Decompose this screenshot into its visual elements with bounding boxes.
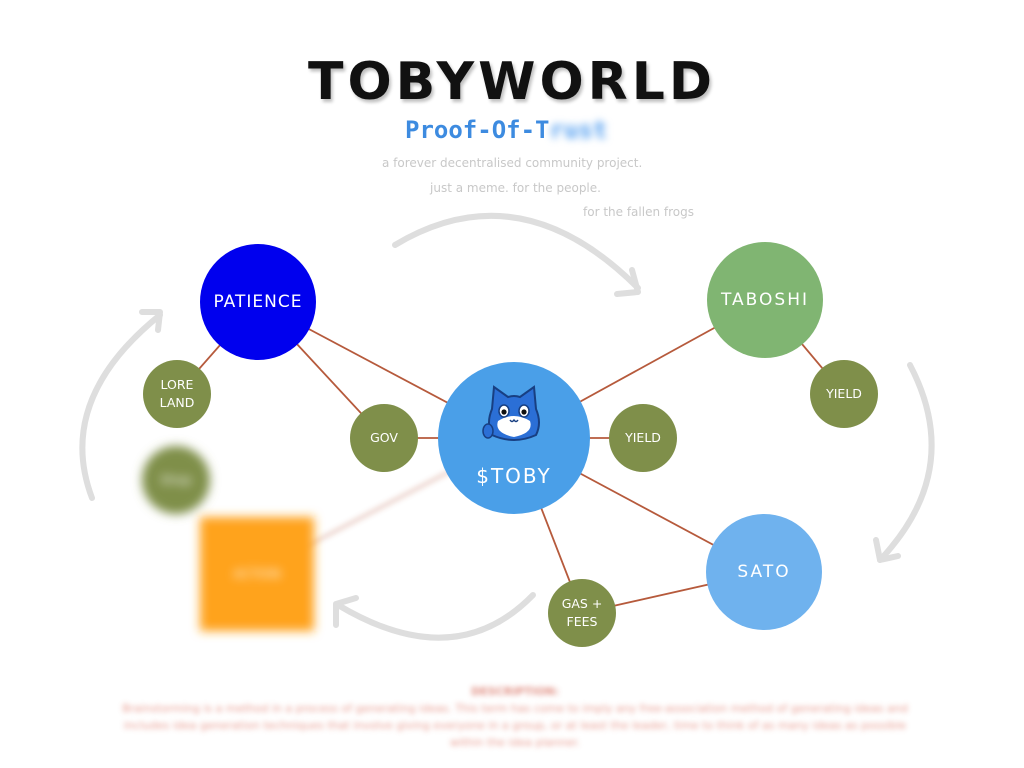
description: DESCRIPTION: Brainstorming is a method i…	[110, 683, 920, 751]
node-gov-label: GOV	[370, 430, 398, 445]
arrow-right-head	[873, 537, 901, 563]
node-gas-fees-label: GAS + FEES	[561, 596, 603, 629]
node-sato-label: SATO	[737, 562, 791, 582]
node-gas-fees[interactable]	[548, 579, 616, 647]
tagline-3: for the fallen frogs	[583, 205, 694, 219]
node-lore-land[interactable]	[143, 360, 211, 428]
arrow-bottom	[335, 592, 536, 641]
node-blurred-square[interactable]	[200, 517, 314, 631]
node-blurred-square-label: ACTION	[233, 566, 281, 581]
subtitle-visible: Proof-Of-T	[405, 116, 550, 144]
description-text: Brainstorming is a method in a process o…	[122, 702, 908, 749]
node-blurred-small-label: Shop	[160, 472, 192, 487]
tagline-2: just a meme. for the people.	[430, 181, 601, 195]
node-gov[interactable]	[350, 404, 418, 472]
node-taboshi[interactable]	[707, 242, 823, 358]
cycle-arrows	[79, 212, 935, 641]
page-title: TOBYWORLD	[307, 52, 717, 112]
arrow-right	[877, 362, 935, 563]
toby-cat-icon	[482, 385, 540, 441]
node-yield-center-label: YIELD	[625, 430, 661, 445]
subtitle: Proof-Of-Trust	[405, 116, 607, 144]
node-patience[interactable]	[200, 244, 316, 360]
node-blurred-small[interactable]	[142, 446, 210, 514]
node-toby-label: $TOBY	[476, 464, 552, 488]
node-yield-right-label: YIELD	[826, 386, 862, 401]
arrow-left	[79, 312, 163, 501]
arrow-top	[392, 212, 641, 291]
node-yield-right[interactable]	[810, 360, 878, 428]
node-sato[interactable]	[706, 514, 822, 630]
node-taboshi-label: TABOSHI	[720, 290, 810, 310]
tagline-1: a forever decentralised community projec…	[382, 156, 643, 170]
subtitle-blurred: rust	[549, 116, 608, 144]
node-lore-land-label: LORE LAND	[159, 377, 195, 410]
node-yield-center[interactable]	[609, 404, 677, 472]
description-heading: DESCRIPTION:	[471, 685, 559, 698]
node-patience-label: PATIENCE	[213, 292, 303, 312]
arrow-top-head	[614, 267, 641, 297]
arrow-left-head	[139, 309, 163, 333]
arrow-bottom-head	[333, 595, 359, 628]
